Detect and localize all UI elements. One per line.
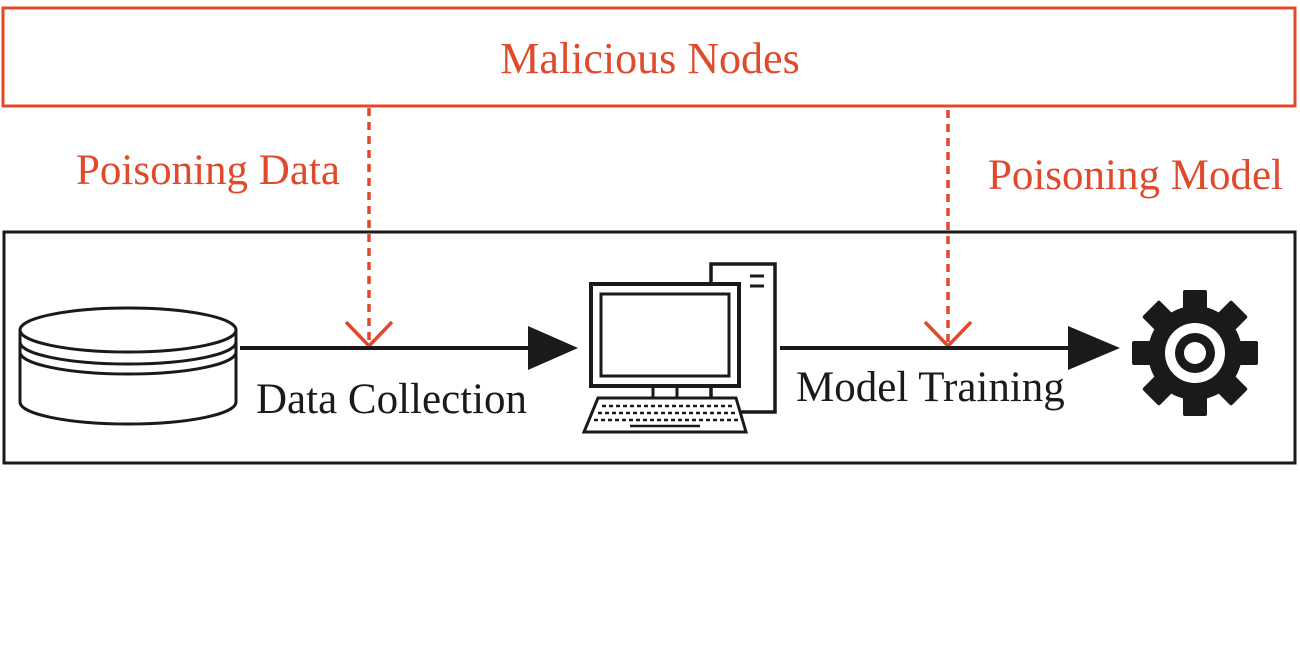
data-collection-arrow — [240, 326, 578, 370]
poisoning-model-label: Poisoning Model — [988, 152, 1283, 199]
malicious-nodes-box: Malicious Nodes — [1, 6, 1297, 108]
data-collection-label: Data Collection — [256, 376, 527, 423]
model-training-arrow — [780, 326, 1120, 370]
gear-icon — [1132, 290, 1258, 416]
model-training-label: Model Training — [796, 364, 1065, 411]
computer-icon — [581, 262, 777, 434]
poisoning-data-label: Poisoning Data — [76, 147, 340, 194]
poisoning-data-arrow — [344, 108, 394, 349]
poisoning-model-arrow — [923, 110, 973, 349]
malicious-nodes-title: Malicious Nodes — [500, 34, 799, 83]
pipeline-box — [2, 230, 1297, 465]
database-icon — [18, 306, 238, 426]
